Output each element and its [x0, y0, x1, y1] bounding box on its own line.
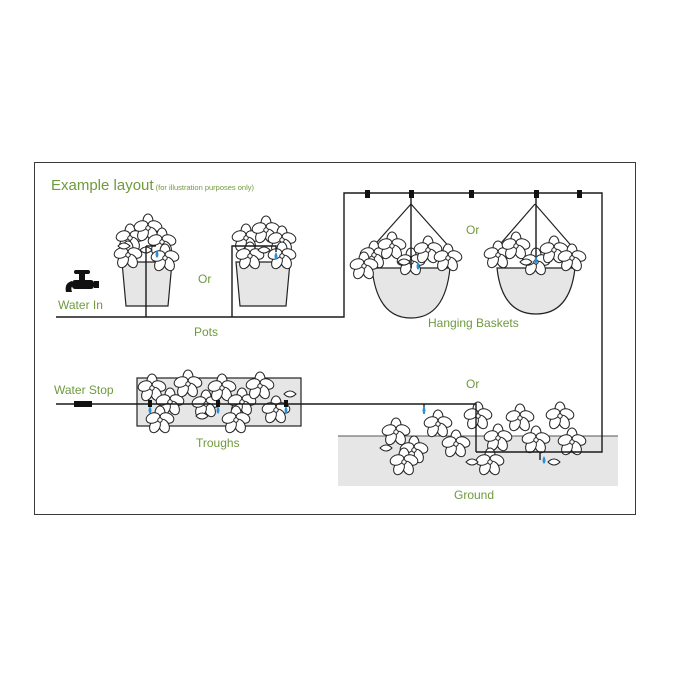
label-or-baskets: Or: [466, 223, 480, 237]
title-main: Example layout: [51, 177, 154, 194]
drippers: [148, 250, 546, 464]
pot-1: [112, 213, 181, 307]
title-note: (for illustration purposes only): [153, 183, 255, 192]
hanging-basket-2: [482, 203, 588, 315]
water-stop-plug: [74, 401, 92, 407]
label-pots: Pots: [194, 325, 219, 339]
ground-bed: [338, 401, 618, 486]
pot-2: [230, 215, 298, 307]
label-water-in: Water In: [58, 298, 103, 312]
label-hanging-baskets: Hanging Baskets: [428, 316, 519, 330]
label-troughs: Troughs: [196, 436, 240, 450]
diagram-frame: [34, 162, 636, 515]
label-or-ground: Or: [466, 377, 480, 391]
label-ground: Ground: [454, 488, 495, 502]
hanging-basket-1: [348, 203, 464, 319]
faucet-icon: [65, 270, 99, 292]
diagram-title: Example layout (for illustration purpose…: [51, 177, 254, 194]
label-water-stop: Water Stop: [54, 383, 114, 397]
label-or-pots: Or: [198, 272, 212, 286]
drip-pipe: [56, 192, 603, 460]
pipe-clips: [365, 190, 582, 198]
